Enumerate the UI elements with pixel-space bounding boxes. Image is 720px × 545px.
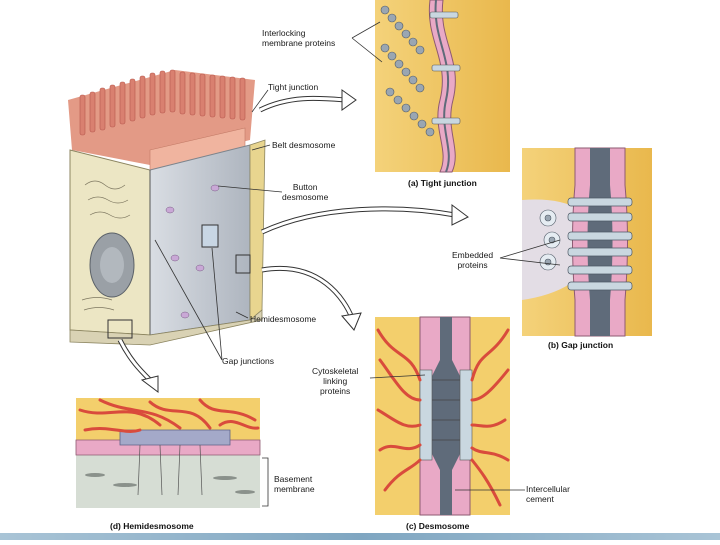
epithelial-cell-block [68,69,266,346]
cell-front-right [149,144,251,336]
label-tight-junction: Tight junction [268,82,319,92]
label-interlocking-membrane-proteins: Interlocking membrane proteins [262,28,336,48]
panel-gap-junction [522,147,652,337]
desmosome-filaments [376,328,510,507]
label-intercellular-cement: Intercellular cement [526,484,570,504]
microvilli [68,69,255,173]
panel-hemidesmosome [75,398,269,508]
connexon-channels [567,197,633,291]
caption-hemidesmosome: (d) Hemidesmosome [110,521,194,531]
callout-arrows [117,89,469,393]
label-belt-desmosome: Belt desmosome [272,140,336,150]
label-hemidesmosome: Hemidesmosome [250,314,317,324]
label-gap-junctions: Gap junctions [222,356,274,366]
caption-gap-junction: (b) Gap junction [548,340,614,350]
slide-bottom-bar [0,533,720,540]
label-button-desmosome: Button desmosome [282,182,329,202]
label-embedded-proteins: Embedded proteins [452,250,494,270]
caption-desmosome: (c) Desmosome [406,521,470,531]
label-basement-membrane: Basement membrane [274,474,315,494]
hemidesmosome-filaments [78,398,260,433]
panel-tight-junction [375,0,510,173]
gap-junction-marker [201,224,219,248]
label-cytoskeletal-linking-proteins: Cytoskeletal linking proteins [312,366,359,396]
caption-tight-junction: (a) Tight junction [408,178,477,188]
leader-lines [154,21,561,491]
tight-junction-proteins [380,5,435,137]
panel-desmosome [375,316,510,516]
